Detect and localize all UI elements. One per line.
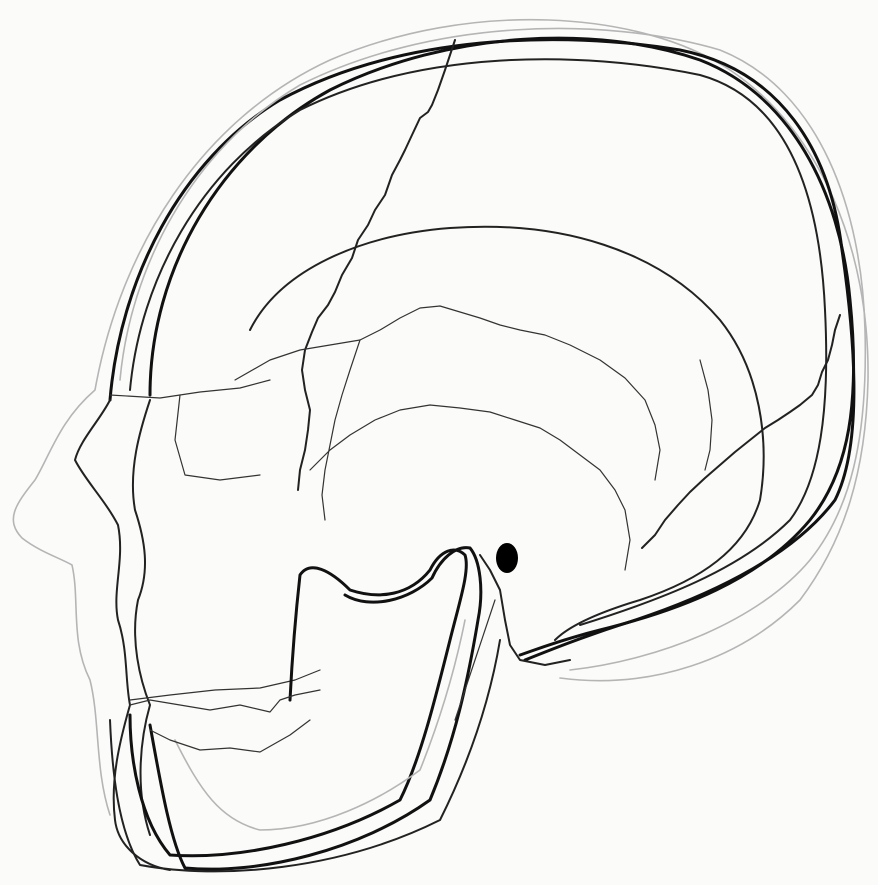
orbit-outline [175, 395, 260, 480]
lambdoid-suture [642, 315, 840, 548]
cranium-outline-2 [110, 40, 854, 660]
squamosal-suture-inner [310, 405, 630, 570]
soft-tissue-profile-outline [13, 20, 868, 815]
inner-suture-posterior [700, 360, 712, 470]
dental-row-lower [150, 720, 310, 752]
inner-skull-vault [250, 227, 764, 640]
mandible-outline-faint [175, 620, 465, 830]
squamosal-suture-outer [235, 306, 660, 480]
cranium-outline-3 [130, 59, 826, 625]
inner-suture-lateral [322, 340, 360, 520]
frontal-brow-line [110, 380, 270, 398]
facial-profile-outer [75, 400, 170, 870]
coronal-suture [298, 40, 455, 490]
ear-canal-marker [496, 543, 518, 573]
styloid-process [455, 600, 495, 720]
